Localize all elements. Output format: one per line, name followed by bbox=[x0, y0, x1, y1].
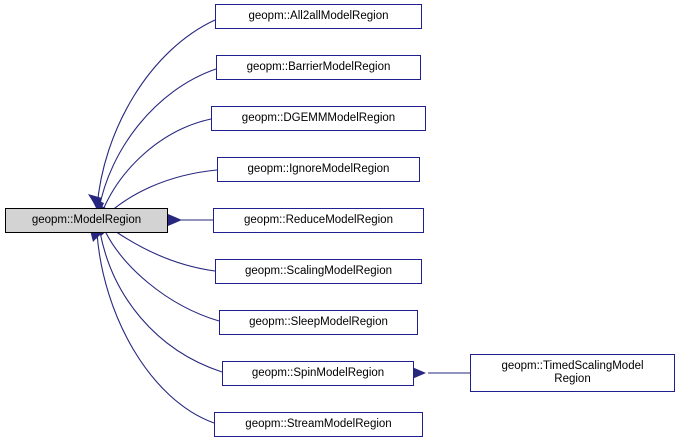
node-timedscaling[interactable]: geopm::TimedScalingModel Region bbox=[470, 354, 675, 392]
edge-root-all2all bbox=[96, 19, 216, 209]
node-label: geopm::StreamModelRegion bbox=[245, 418, 392, 430]
node-label: geopm::All2allModelRegion bbox=[248, 10, 389, 22]
node-label: geopm::SleepModelRegion bbox=[249, 316, 388, 328]
node-spin[interactable]: geopm::SpinModelRegion bbox=[222, 361, 414, 386]
node-root[interactable]: geopm::ModelRegion bbox=[5, 208, 168, 233]
edge-root-ignore bbox=[109, 169, 218, 213]
node-label: geopm::ScalingModelRegion bbox=[244, 265, 393, 277]
edge-root-scaling bbox=[111, 228, 216, 272]
node-barrier[interactable]: geopm::BarrierModelRegion bbox=[216, 55, 421, 80]
node-label: geopm::SpinModelRegion bbox=[251, 367, 385, 379]
node-label: geopm::IgnoreModelRegion bbox=[247, 163, 390, 175]
node-label: geopm::ModelRegion bbox=[31, 214, 142, 226]
edge-root-dgemm bbox=[102, 118, 212, 211]
node-stream[interactable]: geopm::StreamModelRegion bbox=[214, 412, 423, 437]
node-ignore[interactable]: geopm::IgnoreModelRegion bbox=[217, 157, 420, 182]
node-dgemm[interactable]: geopm::DGEMMModelRegion bbox=[211, 106, 426, 131]
node-reduce[interactable]: geopm::ReduceModelRegion bbox=[213, 208, 424, 233]
arrowhead-timedscaling bbox=[412, 367, 426, 379]
edge-root-spin bbox=[99, 231, 223, 373]
node-scaling[interactable]: geopm::ScalingModelRegion bbox=[215, 259, 422, 284]
node-label: geopm::DGEMMModelRegion bbox=[241, 112, 396, 124]
edge-root-barrier bbox=[98, 68, 217, 210]
node-label: geopm::TimedScalingModel Region bbox=[501, 360, 644, 385]
node-label: geopm::BarrierModelRegion bbox=[246, 61, 391, 73]
arrowhead-reduce bbox=[168, 214, 182, 226]
node-all2all[interactable]: geopm::All2allModelRegion bbox=[215, 4, 422, 29]
edge-root-sleep bbox=[104, 230, 220, 322]
node-label: geopm::ReduceModelRegion bbox=[244, 214, 393, 226]
edge-root-stream bbox=[96, 232, 215, 424]
node-sleep[interactable]: geopm::SleepModelRegion bbox=[219, 310, 418, 335]
